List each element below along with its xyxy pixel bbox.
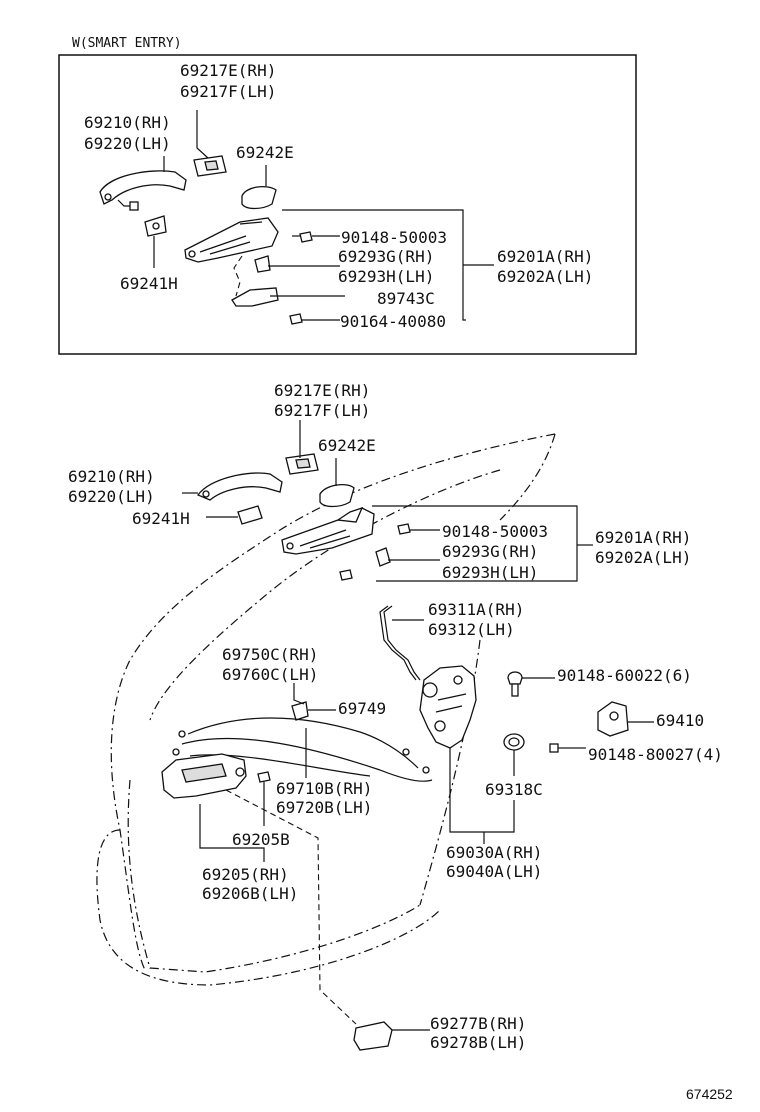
clamp xyxy=(291,701,309,721)
inset-protector xyxy=(254,255,271,273)
inset-label-outside-handle-rh: 69210(RH) xyxy=(84,113,171,132)
clip xyxy=(257,771,271,783)
bolt-c xyxy=(549,743,572,753)
label-cover-small: 69241H xyxy=(132,509,190,528)
outside-handle xyxy=(197,472,283,501)
inset-label-pad: 69242E xyxy=(236,143,294,162)
label-protector-lh: 69293H(LH) xyxy=(442,563,538,582)
inset-label-protector-lh: 69293H(LH) xyxy=(338,267,434,286)
label-clip: 69205B xyxy=(232,830,290,849)
label-bezel-lh: 69278B(LH) xyxy=(430,1033,526,1052)
inset-label-protector-rh: 69293G(RH) xyxy=(338,247,434,266)
label-cable-lock-rh: 69750C(RH) xyxy=(222,645,318,664)
inset-outside-handle xyxy=(99,170,187,211)
label-rod-rh: 69311A(RH) xyxy=(428,600,524,619)
label-inside-handle-rh: 69205(RH) xyxy=(202,865,289,884)
door-outline xyxy=(96,433,556,986)
inset-cover-small xyxy=(144,215,167,237)
cables xyxy=(172,717,433,782)
inset-label-outside-handle-lh: 69220(LH) xyxy=(84,134,171,153)
label-bushing: 69318C xyxy=(485,780,543,799)
inset-label-screw: 90164-40080 xyxy=(340,312,446,331)
label-bezel-rh: 69277B(RH) xyxy=(430,1014,526,1033)
inset-label-sensor: 89743C xyxy=(377,289,435,308)
variant-label: W(SMART ENTRY) xyxy=(72,36,182,51)
label-protector-rh: 69293G(RH) xyxy=(442,542,538,561)
inset-label-frame-rh: 69201A(RH) xyxy=(497,247,593,266)
label-outside-handle-rh: 69210(RH) xyxy=(68,467,155,486)
bolt-b xyxy=(507,671,523,697)
label-cable-handle-rh: 69710B(RH) xyxy=(276,779,372,798)
cover-small xyxy=(237,505,263,525)
frame-assy xyxy=(281,506,375,555)
rod xyxy=(379,605,421,681)
bushing xyxy=(503,733,525,751)
lock-assy xyxy=(419,665,477,749)
inset-frame-assy xyxy=(184,217,279,263)
inset-screw xyxy=(289,313,303,325)
small-bolt xyxy=(339,569,353,581)
protector xyxy=(375,547,391,567)
pad xyxy=(319,483,355,508)
label-handle-cover-lh: 69217F(LH) xyxy=(274,401,370,420)
inset-frame xyxy=(58,54,637,355)
label-bolt-c: 90148-80027(4) xyxy=(588,745,723,764)
label-handle-cover-rh: 69217E(RH) xyxy=(274,381,370,400)
label-bolt-a: 90148-50003 xyxy=(442,522,548,541)
label-lock-assy-lh: 69040A(LH) xyxy=(446,862,542,881)
inset-sensor xyxy=(231,287,279,307)
inset-label-cover-small: 69241H xyxy=(120,274,178,293)
inset-handle-cover xyxy=(193,155,227,177)
label-cable-lock-lh: 69760C(LH) xyxy=(222,665,318,684)
inset-label-handle-cover-rh: 69217E(RH) xyxy=(180,61,276,80)
label-frame-rh: 69201A(RH) xyxy=(595,528,691,547)
inset-label-bolt-a: 90148-50003 xyxy=(341,228,447,247)
label-outside-handle-lh: 69220(LH) xyxy=(68,487,155,506)
striker xyxy=(597,701,629,737)
bolt-a xyxy=(397,523,411,535)
label-striker: 69410 xyxy=(656,711,704,730)
label-pad: 69242E xyxy=(318,436,376,455)
inset-bolt-a xyxy=(292,231,313,243)
figure-number: 674252 xyxy=(686,1086,733,1102)
inset-label-frame-lh: 69202A(LH) xyxy=(497,267,593,286)
inset-label-handle-cover-lh: 69217F(LH) xyxy=(180,82,276,101)
inset-pad xyxy=(241,185,277,210)
bezel xyxy=(353,1021,393,1051)
label-frame-lh: 69202A(LH) xyxy=(595,548,691,567)
label-cable-handle-lh: 69720B(LH) xyxy=(276,798,372,817)
label-lock-assy-rh: 69030A(RH) xyxy=(446,843,542,862)
inside-handle xyxy=(161,753,247,799)
label-inside-handle-lh: 69206B(LH) xyxy=(202,884,298,903)
handle-cover xyxy=(285,453,319,475)
label-bolt-b: 90148-60022(6) xyxy=(557,666,692,685)
label-rod-lh: 69312(LH) xyxy=(428,620,515,639)
label-clamp: 69749 xyxy=(338,699,386,718)
